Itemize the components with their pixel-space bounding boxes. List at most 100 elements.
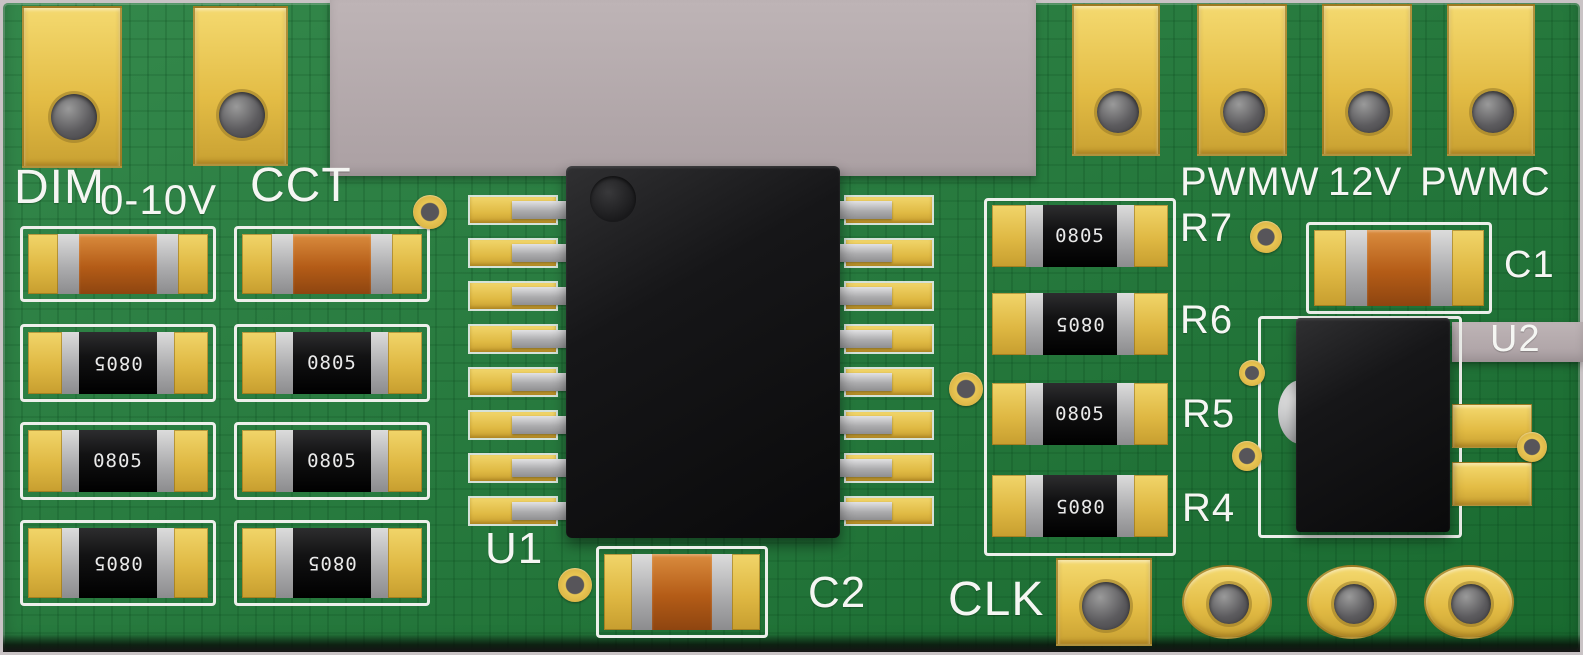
ic-lead xyxy=(512,502,570,520)
smd-marking: 0805 xyxy=(93,450,143,472)
ic-lead xyxy=(512,244,570,262)
resistor-terminal xyxy=(1117,293,1134,355)
resistor-dim-2: 0805 xyxy=(20,422,216,500)
resistor-body: 0805 xyxy=(293,528,371,598)
capacitor-terminal xyxy=(632,554,652,630)
capacitor-terminal xyxy=(1346,230,1367,306)
ic-lead xyxy=(512,330,570,348)
resistor-terminal xyxy=(62,430,79,492)
ic-lead xyxy=(836,459,892,477)
smd-pad xyxy=(28,528,62,598)
via-2 xyxy=(558,568,592,602)
ic-lead xyxy=(836,502,892,520)
smd-pad xyxy=(992,475,1026,537)
via-5 xyxy=(1239,360,1265,386)
smd-marking: 0805 xyxy=(1055,495,1105,517)
smd-pad xyxy=(174,332,208,394)
oval-pad-3 xyxy=(1424,565,1514,639)
capacitor-body xyxy=(1367,230,1431,306)
smd-marking: 0805 xyxy=(1055,403,1105,425)
capacitor-body-row xyxy=(604,554,760,630)
resistor-terminal xyxy=(1026,383,1043,445)
pad-hole xyxy=(1082,582,1130,630)
smd-pad xyxy=(1134,383,1168,445)
pad-hole xyxy=(1334,584,1374,624)
resistor-r4: 0805 xyxy=(992,475,1168,537)
smd-pad xyxy=(1134,205,1168,267)
smd-pad xyxy=(1314,230,1346,306)
board-bottom-edge xyxy=(3,634,1580,652)
resistor-r5: 0805 xyxy=(992,383,1168,445)
capacitor-body-row xyxy=(28,234,208,294)
resistor-terminal xyxy=(157,430,174,492)
smd-marking: 0805 xyxy=(307,552,357,574)
oval-pad-2 xyxy=(1307,565,1397,639)
resistor-terminal xyxy=(1026,475,1043,537)
ic-lead xyxy=(836,330,892,348)
capacitor-terminal xyxy=(58,234,79,294)
clk-pad xyxy=(1056,558,1152,646)
smd-pad xyxy=(242,234,272,294)
smd-pad xyxy=(242,430,276,492)
via-4 xyxy=(1250,221,1282,253)
silkscreen-label-c2: C2 xyxy=(808,568,867,617)
via-1 xyxy=(413,195,447,229)
capacitor-body-row xyxy=(242,234,422,294)
smd-marking: 0805 xyxy=(93,352,143,374)
ic-lead xyxy=(836,244,892,262)
smd-pad xyxy=(392,234,422,294)
capacitor-body xyxy=(79,234,157,294)
transistor-pad-2 xyxy=(1452,462,1532,506)
capacitor-terminal xyxy=(1431,230,1452,306)
smd-marking: 0805 xyxy=(307,450,357,472)
transistor-u2 xyxy=(1296,318,1450,532)
capacitor-terminal xyxy=(371,234,392,294)
resistor-terminal xyxy=(1026,205,1043,267)
resistor-bank-outline: 0805 0805 0805 0805 xyxy=(984,198,1176,556)
resistor-body: 0805 xyxy=(293,332,371,394)
silkscreen-label-r6: R6 xyxy=(1180,298,1234,342)
resistor-terminal xyxy=(1117,205,1134,267)
resistor-terminal xyxy=(1117,383,1134,445)
smd-pad xyxy=(1134,293,1168,355)
ic-lead xyxy=(512,459,570,477)
resistor-body-row: 0805 xyxy=(28,430,208,492)
smd-marking: 0805 xyxy=(93,552,143,574)
smd-pad xyxy=(388,332,422,394)
resistor-terminal xyxy=(276,332,293,394)
smd-marking: 0805 xyxy=(307,352,357,374)
capacitor-terminal xyxy=(712,554,732,630)
resistor-body: 0805 xyxy=(1043,475,1117,537)
resistor-body: 0805 xyxy=(1043,293,1117,355)
resistor-r7: 0805 xyxy=(992,205,1168,267)
capacitor-c1 xyxy=(1306,222,1492,314)
resistor-body: 0805 xyxy=(79,430,157,492)
resistor-body: 0805 xyxy=(79,528,157,598)
resistor-terminal xyxy=(371,430,388,492)
background-cutout-right xyxy=(1452,322,1583,362)
smd-pad xyxy=(992,293,1026,355)
resistor-terminal xyxy=(62,332,79,394)
smd-pad xyxy=(28,332,62,394)
resistor-terminal xyxy=(276,528,293,598)
through-hole-pad-left-2 xyxy=(193,6,288,166)
smd-pad xyxy=(28,430,62,492)
resistor-r6: 0805 xyxy=(992,293,1168,355)
ic-lead xyxy=(512,373,570,391)
resistor-body-row: 0805 xyxy=(28,332,208,394)
smd-pad xyxy=(732,554,760,630)
resistor-cct-2: 0805 xyxy=(234,422,430,500)
silkscreen-label-clk: CLK xyxy=(948,573,1045,626)
capacitor-body xyxy=(293,234,371,294)
resistor-body-row: 0805 xyxy=(242,528,422,598)
ic-lead xyxy=(836,416,892,434)
capacitor-terminal xyxy=(157,234,178,294)
resistor-terminal xyxy=(157,332,174,394)
through-hole-pad-right-3 xyxy=(1322,4,1412,156)
ic-lead xyxy=(836,201,892,219)
silkscreen-label-cct: CCT xyxy=(250,159,352,212)
smd-pad xyxy=(992,205,1026,267)
silkscreen-label-12v: 12V xyxy=(1328,160,1403,204)
ic-lead xyxy=(836,287,892,305)
capacitor-body-row xyxy=(1314,230,1484,306)
